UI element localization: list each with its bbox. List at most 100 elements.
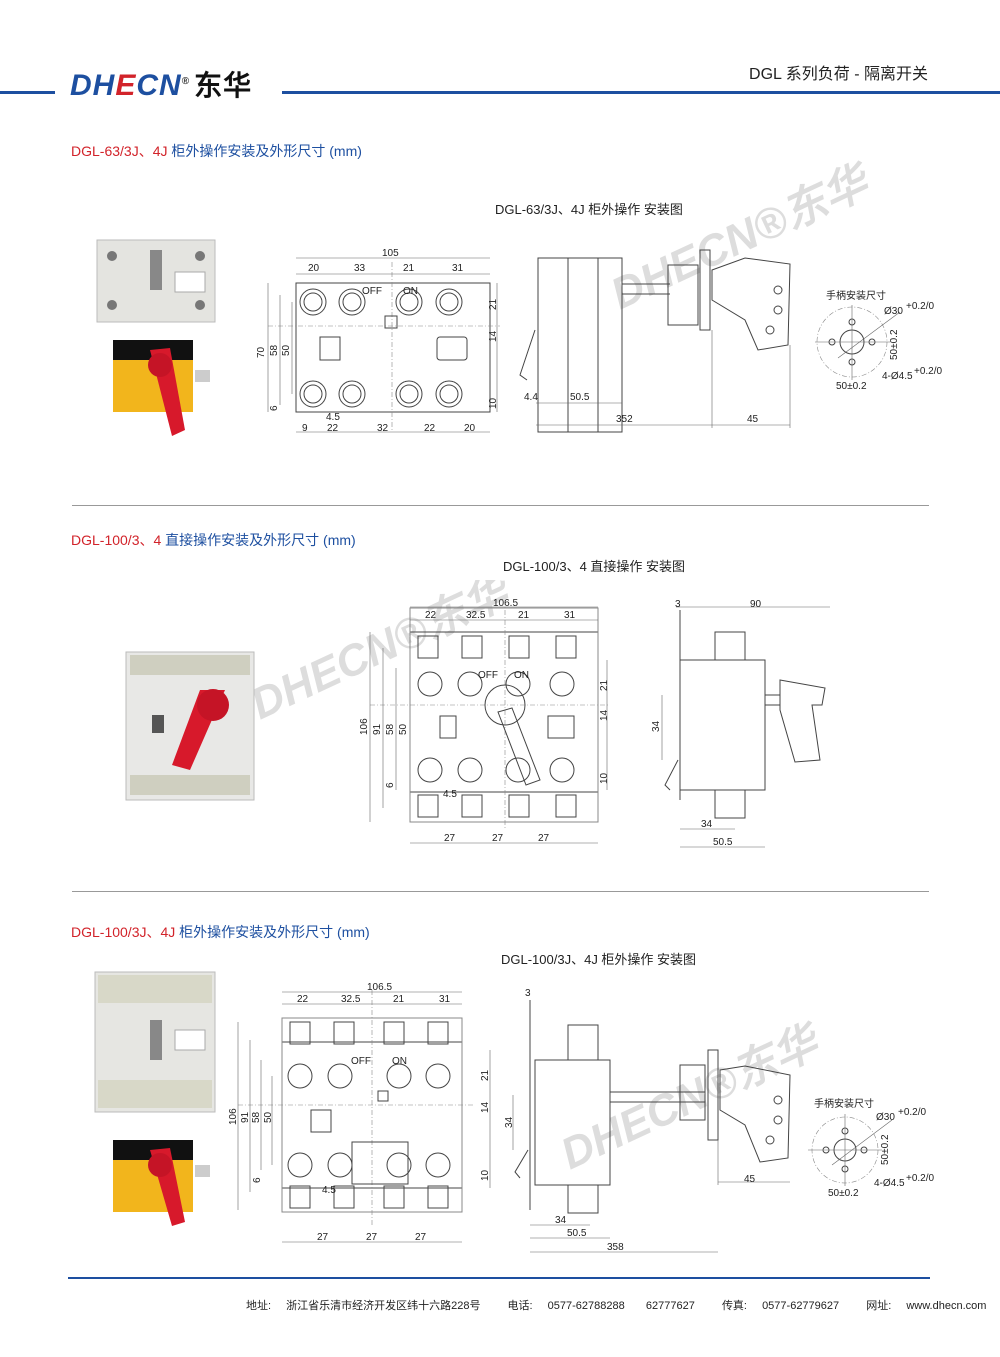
fax: 传真: 0577-62779627 bbox=[721, 1300, 840, 1312]
handle-mounting-diagram bbox=[815, 305, 901, 380]
front-view bbox=[369, 600, 610, 844]
header-rule-right bbox=[282, 91, 1000, 94]
dim-label: 20 bbox=[464, 423, 476, 434]
section-2-drawing: DHECN®东华 106.5 22 32.5 21 31 OFF ON 21 1… bbox=[125, 580, 830, 848]
section-title: DGL-100/3、4 直接操作安装及外形尺寸 (mm) bbox=[71, 532, 356, 548]
dim-label: 21 bbox=[393, 994, 405, 1005]
product-photo-handle bbox=[113, 340, 210, 436]
dim-label: 32.5 bbox=[466, 610, 486, 621]
dim-label: +0.2/0 bbox=[898, 1107, 927, 1118]
dim-label: 4-Ø4.5 bbox=[882, 371, 913, 382]
dim-label: 21 bbox=[518, 610, 530, 621]
dim-label: 21 bbox=[480, 1069, 491, 1081]
dim-label: +0.2/0 bbox=[906, 1173, 935, 1184]
dim-label: 6 bbox=[252, 1177, 263, 1183]
dim-label: 50±0.2 bbox=[880, 1134, 891, 1165]
handle-mount-title: 手柄安装尺寸 bbox=[814, 1097, 874, 1110]
side-view bbox=[661, 606, 830, 848]
dim-label: 14 bbox=[599, 709, 610, 721]
dim-label: 358 bbox=[607, 1242, 624, 1253]
header-rule-left bbox=[0, 91, 55, 94]
dim-label: 45 bbox=[747, 414, 759, 425]
handle-mounting-diagram bbox=[808, 1114, 893, 1186]
dim-label: 22 bbox=[327, 423, 339, 434]
dim-label: 34 bbox=[555, 1215, 567, 1226]
dim-label: 10 bbox=[599, 772, 610, 784]
series-title: DGL 系列负荷 - 隔离开关 bbox=[749, 66, 928, 83]
drawing-subtitle: DGL-100/3、4 直接操作 安装图 bbox=[503, 559, 686, 574]
watermark: DHECN®东华 bbox=[244, 580, 521, 729]
dim-label: 34 bbox=[651, 720, 662, 732]
dim-label: 58 bbox=[269, 344, 280, 356]
dim-label: 14 bbox=[480, 1101, 491, 1113]
dim-label: 6 bbox=[269, 405, 280, 411]
on-label: ON bbox=[514, 670, 529, 681]
dim-label: 50 bbox=[263, 1111, 274, 1123]
phone: 电话: 0577-62788288 62777627 bbox=[507, 1300, 695, 1312]
dim-label: Ø30 bbox=[876, 1112, 895, 1123]
dim-label: 50±0.2 bbox=[828, 1188, 859, 1199]
drawing-subtitle: DGL-100/3J、4J 柜外操作 安装图 bbox=[501, 952, 697, 967]
dim-label: 31 bbox=[452, 263, 464, 274]
dim-label: 27 bbox=[538, 833, 550, 844]
dim-label: 50±0.2 bbox=[889, 329, 900, 360]
dim-label: 58 bbox=[251, 1111, 262, 1123]
dim-label: 91 bbox=[372, 723, 383, 735]
dim-label: 105 bbox=[382, 248, 399, 259]
dim-label: 14 bbox=[488, 330, 499, 342]
dim-label: 45 bbox=[744, 1174, 756, 1185]
dim-label: 4-Ø4.5 bbox=[874, 1178, 905, 1189]
front-view bbox=[267, 257, 500, 433]
dim-label: 4.5 bbox=[326, 412, 340, 423]
dim-label: 34 bbox=[504, 1116, 515, 1128]
dim-label: 27 bbox=[366, 1232, 378, 1243]
dim-label: 6 bbox=[385, 782, 396, 788]
dim-label: 32 bbox=[377, 423, 389, 434]
dim-label: 27 bbox=[492, 833, 504, 844]
dim-label: 21 bbox=[599, 679, 610, 691]
dim-label: 20 bbox=[308, 263, 320, 274]
dim-label: 70 bbox=[256, 346, 267, 358]
section-1-drawing: DHECN®东华 105 20 33 21 31 OFF ON 21 14 10… bbox=[96, 160, 943, 436]
dim-label: 50 bbox=[398, 723, 409, 735]
dim-label: 4.5 bbox=[443, 789, 457, 800]
address: 地址: 浙江省乐清市经济开发区纬十六路228号 bbox=[246, 1300, 481, 1312]
dim-label: 90 bbox=[750, 599, 762, 610]
dim-label: 106.5 bbox=[493, 598, 518, 609]
product-photo-direct-switch bbox=[125, 651, 255, 801]
dim-label: 106.5 bbox=[367, 982, 392, 993]
dim-label: 31 bbox=[439, 994, 451, 1005]
dim-label: 58 bbox=[385, 723, 396, 735]
dim-label: 50±0.2 bbox=[836, 381, 867, 392]
dim-label: 3 bbox=[675, 599, 681, 610]
dim-label: 10 bbox=[488, 397, 499, 409]
dim-label: 50 bbox=[281, 344, 292, 356]
off-label: OFF bbox=[478, 670, 498, 681]
dim-label: 50.5 bbox=[570, 392, 590, 403]
dim-label: 106 bbox=[228, 1108, 239, 1125]
website: 网址: www.dhecn.com bbox=[866, 1300, 987, 1312]
front-view bbox=[237, 990, 491, 1243]
dim-label: 10 bbox=[480, 1169, 491, 1181]
dim-label: 4.4 bbox=[524, 392, 538, 403]
dim-label: 31 bbox=[564, 610, 576, 621]
section-title: DGL-100/3J、4J 柜外操作安装及外形尺寸 (mm) bbox=[71, 924, 370, 940]
side-view bbox=[512, 1000, 791, 1253]
dim-label: 27 bbox=[444, 833, 456, 844]
on-label: ON bbox=[392, 1056, 407, 1067]
section-3-drawing: DHECN®东华 106.5 22 32.5 21 31 OFF ON 21 1… bbox=[94, 971, 935, 1253]
drawing-subtitle: DGL-63/3J、4J 柜外操作 安装图 bbox=[495, 202, 683, 217]
section-divider bbox=[72, 891, 929, 892]
dim-label: 9 bbox=[302, 423, 308, 434]
handle-mount-title: 手柄安装尺寸 bbox=[826, 289, 886, 302]
dim-label: 3 bbox=[525, 988, 531, 999]
section-divider bbox=[72, 505, 929, 506]
dim-label: 21 bbox=[488, 298, 499, 310]
product-photo-handle bbox=[113, 1140, 210, 1226]
dim-label: 50.5 bbox=[713, 837, 733, 848]
dim-label: 27 bbox=[317, 1232, 329, 1243]
dim-label: 34 bbox=[701, 819, 713, 830]
section-title: DGL-63/3J、4J 柜外操作安装及外形尺寸 (mm) bbox=[71, 143, 362, 159]
on-label: ON bbox=[403, 286, 418, 297]
product-photo-switch-body bbox=[96, 239, 216, 323]
